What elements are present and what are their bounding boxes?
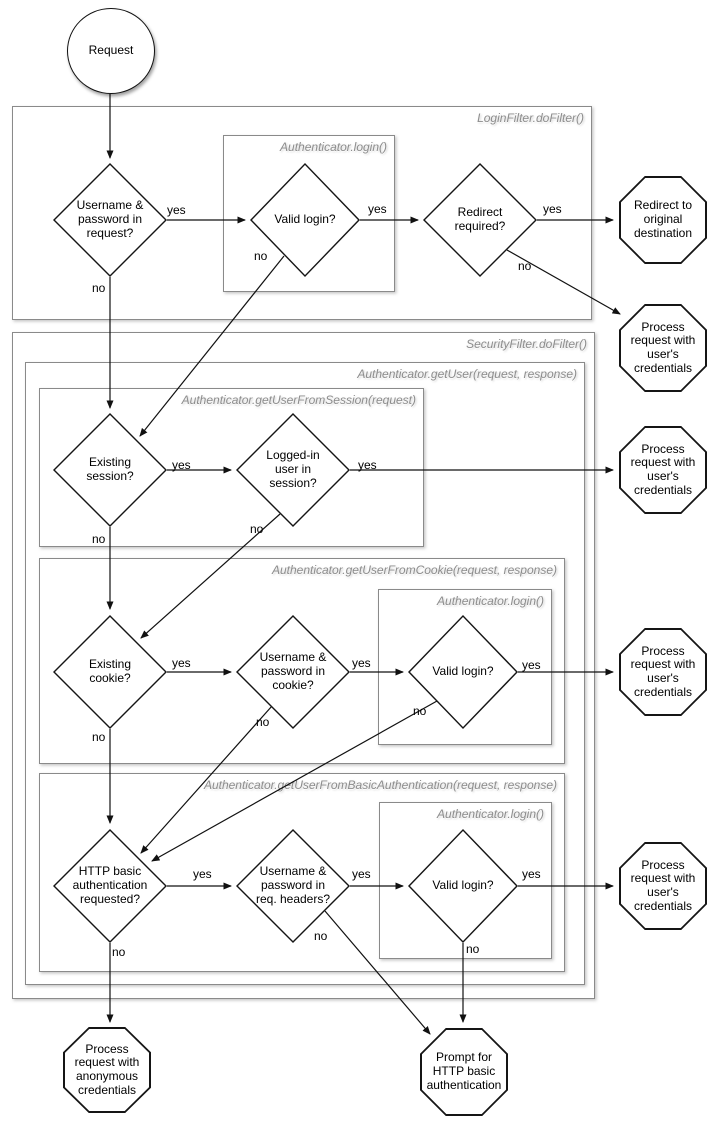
octagon-shape [619,426,707,514]
edge-label-redirect-no: no [518,259,532,273]
decision-valid-login-3-label: Valid login? [432,878,494,893]
edge-label-validlogin3-no: no [466,942,480,956]
decision-valid-login-3: Valid login? [408,829,518,943]
edge-label-validlogin2-yes: yes [522,658,541,672]
terminator-process-user-credentials-3: Process request with user's credentials [619,628,707,716]
edge-label-session-no: no [92,532,106,546]
octagon-shape [619,304,707,392]
edge-label-userpass-no: no [92,281,106,295]
decision-existing-session-label: Existing session? [86,455,134,483]
octagon-shape [619,176,707,264]
container-login-filter-label: LoginFilter.doFilter() [477,111,584,125]
octagon-shape [619,842,707,930]
terminator-redirect-to-original-label: Redirect to original destination [633,198,693,240]
edge-label-validlogin3-yes: yes [522,867,541,881]
terminator-process-user-credentials-1: Process request with user's credentials [619,304,707,392]
edge-label-userpass-cookie-no: no [256,715,270,729]
decision-userpass-in-request: Username & password in request? [53,163,167,277]
container-authenticator-login-1-label: Authenticator.login() [280,140,387,154]
terminator-process-user-credentials-2: Process request with user's credentials [619,426,707,514]
circle-shape [67,8,155,94]
edge-label-cookie-yes: yes [172,656,191,670]
octagon-shape [63,1027,151,1113]
edge-label-userpass-cookie-yes: yes [352,656,371,670]
terminator-process-user-credentials-1-label: Process request with user's credentials [630,319,696,375]
edge-label-userpass-headers-yes: yes [352,867,371,881]
decision-userpass-in-cookie: Username & password in cookie? [236,615,350,729]
edge-label-validlogin1-yes: yes [368,202,387,216]
decision-valid-login-2-label: Valid login? [432,664,494,679]
decision-redirect-required-label: Redirect required? [454,205,506,233]
edge-label-userpass-headers-no: no [314,929,328,943]
decision-userpass-in-cookie-label: Username & password in cookie? [259,650,327,692]
edge-label-session-yes: yes [172,458,191,472]
terminator-process-user-credentials-2-label: Process request with user's credentials [630,441,696,497]
edge-label-httpbasic-yes: yes [193,867,212,881]
decision-userpass-in-req-headers-label: Username & password in req. headers? [255,864,331,906]
container-authenticator-login-2-label: Authenticator.login() [437,594,544,608]
terminator-process-user-credentials-4: Process request with user's credentials [619,842,707,930]
decision-http-basic-requested-label: HTTP basic authentication requested? [72,864,148,906]
decision-existing-cookie: Existing cookie? [53,615,167,729]
edge-label-validlogin1-no: no [254,249,268,263]
terminator-prompt-http-basic-label: Prompt for HTTP basic authentication [426,1050,502,1092]
edge-label-validlogin2-no: no [413,704,427,718]
edge-label-redirect-yes: yes [543,202,562,216]
decision-userpass-in-request-label: Username & password in request? [76,198,144,240]
edge-label-httpbasic-no: no [112,945,126,959]
decision-userpass-in-req-headers: Username & password in req. headers? [236,829,350,943]
container-authenticator-login-3-label: Authenticator.login() [437,807,544,821]
terminator-redirect-to-original: Redirect to original destination [619,176,707,264]
container-get-user-from-session-label: Authenticator.getUserFromSession(request… [181,393,416,407]
edge-label-loggedin-yes: yes [358,458,377,472]
edge-label-loggedin-no: no [250,522,264,536]
terminator-request: Request [67,8,155,94]
octagon-shape [420,1028,508,1116]
terminator-prompt-http-basic: Prompt for HTTP basic authentication [420,1028,508,1116]
container-get-user-from-basic-label: Authenticator.getUserFromBasicAuthentica… [203,778,557,792]
edge-label-cookie-no: no [92,730,106,744]
decision-http-basic-requested: HTTP basic authentication requested? [53,829,167,943]
edge-label-userpass-yes: yes [167,203,186,217]
terminator-process-anonymous-label: Process request with anonymous credentia… [74,1041,140,1097]
container-get-user-from-cookie-label: Authenticator.getUserFromCookie(request,… [271,563,557,577]
terminator-process-user-credentials-4-label: Process request with user's credentials [630,857,696,913]
decision-logged-in-user-label: Logged-in user in session? [266,448,320,490]
container-security-filter-label: SecurityFilter.doFilter() [466,337,587,351]
terminator-process-anonymous: Process request with anonymous credentia… [63,1027,151,1113]
octagon-shape [619,628,707,716]
decision-existing-cookie-label: Existing cookie? [88,657,132,685]
terminator-request-label: Request [88,43,134,58]
decision-existing-session: Existing session? [53,413,167,527]
terminator-process-user-credentials-3-label: Process request with user's credentials [630,643,696,699]
container-get-user-label: Authenticator.getUser(request, response) [357,367,577,381]
decision-valid-login-1-label: Valid login? [274,212,336,227]
decision-logged-in-user: Logged-in user in session? [236,413,350,527]
